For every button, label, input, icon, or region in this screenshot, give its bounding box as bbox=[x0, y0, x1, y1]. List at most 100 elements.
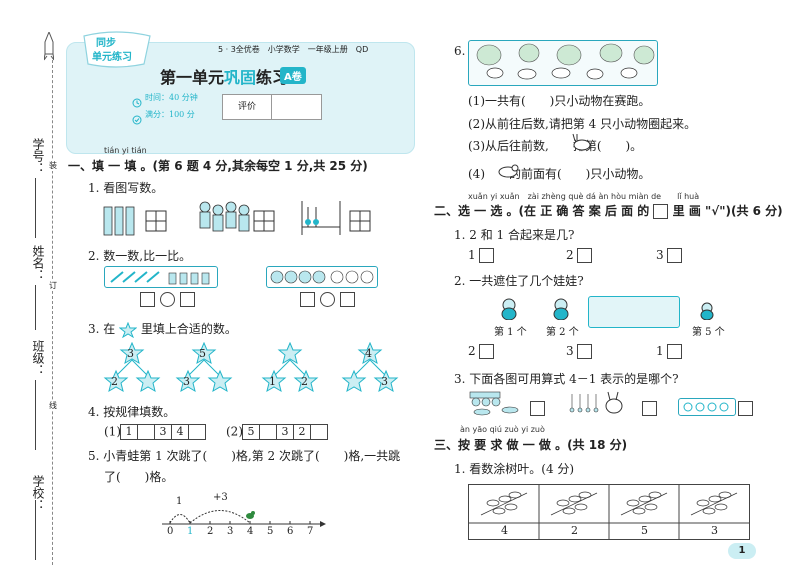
doll-icon bbox=[552, 298, 570, 321]
class-line bbox=[35, 380, 36, 450]
leaf-number-4: 3 bbox=[711, 524, 718, 537]
section1-heading: 一、填 一 填 。(第 6 题 4 分,其余每空 1 分,共 25 分) bbox=[68, 159, 368, 173]
q2-compare-right bbox=[300, 289, 356, 308]
q6-label: 6. bbox=[454, 44, 466, 58]
s2-q2-opt1: 2 bbox=[468, 344, 495, 359]
star-icon bbox=[118, 321, 138, 338]
s2-q2-check1[interactable] bbox=[479, 344, 495, 359]
s2-q2-text: 2. 一共遮住了几个娃娃? bbox=[454, 274, 584, 288]
tick-1: 1 bbox=[187, 526, 194, 537]
q2-text: 2. 数一数,比一比。 bbox=[88, 249, 192, 263]
s2-q1-check2[interactable] bbox=[577, 248, 593, 263]
leaf-number-2: 2 bbox=[571, 524, 578, 537]
leaf-number-3: 5 bbox=[641, 524, 648, 537]
s2-q1-text: 1. 2 和 1 合起来是几? bbox=[454, 228, 575, 242]
q4b-blank[interactable] bbox=[259, 424, 277, 440]
leaf-table: 4 2 5 3 bbox=[468, 484, 750, 540]
name-label: 姓名： bbox=[31, 245, 45, 281]
rabbit-icon bbox=[570, 133, 592, 151]
s2-q1-opt2: 2 bbox=[566, 248, 593, 263]
section1-pinyin: tián yi tián bbox=[104, 146, 147, 155]
page-number: 1 bbox=[728, 543, 756, 559]
q6-1: (1)一共有( )只小动物在赛跑。 bbox=[468, 94, 651, 108]
s2-q3-check2[interactable] bbox=[642, 398, 657, 417]
star-3-left: 1 bbox=[269, 375, 276, 388]
q6-3: (3)从后往前数, 排第( )。 bbox=[468, 139, 643, 153]
q2-group-left bbox=[104, 266, 218, 288]
q3-option-circles bbox=[678, 398, 736, 416]
tick-4: 4 bbox=[247, 526, 254, 537]
school-label: 学校： bbox=[31, 475, 45, 511]
q5-line2: 了( )格。 bbox=[104, 470, 174, 484]
q4b-blank[interactable] bbox=[310, 424, 328, 440]
q3-option-frogs bbox=[466, 390, 528, 416]
q4a-blank[interactable] bbox=[188, 424, 206, 440]
grade-label: 评价 bbox=[223, 95, 272, 119]
s2-q1-check1[interactable] bbox=[479, 248, 495, 263]
s2-q3-check1[interactable] bbox=[530, 398, 545, 417]
q6-2: (2)从前往后数,请把第 4 只小动物圈起来。 bbox=[468, 117, 697, 131]
q5-line1: 5. 小青蛙第 1 次跳了( )格,第 2 次跳了( )格,一共跳 bbox=[88, 449, 401, 463]
s2-q2-opt2: 3 bbox=[566, 344, 593, 359]
sync-badge: 同步 单元练习 bbox=[78, 30, 156, 70]
school-line bbox=[35, 500, 36, 560]
version-tag: A卷 bbox=[280, 67, 306, 84]
star-3-right: 2 bbox=[301, 375, 308, 388]
doll-icon bbox=[700, 302, 714, 321]
cover-box bbox=[588, 296, 680, 328]
number-line: 1 +3 0 1 2 3 4 5 6 7 bbox=[160, 492, 330, 537]
tick-2: 2 bbox=[207, 526, 214, 537]
star-1-left: 2 bbox=[111, 375, 118, 388]
name-line bbox=[35, 285, 36, 330]
s2-q2-opt3: 1 bbox=[656, 344, 683, 359]
q3-option-rabbit bbox=[566, 390, 628, 416]
seal-mark-1: 装 bbox=[49, 160, 57, 171]
star-2-top: 5 bbox=[199, 347, 206, 360]
student-no-line bbox=[35, 178, 36, 238]
leaf-number-1: 4 bbox=[501, 524, 508, 537]
series-label: 5 · 3全优卷 小学数学 一年级上册 QD bbox=[218, 45, 369, 54]
s2-q3-text: 3. 下面各图可用算式 4－1 表示的是哪个? bbox=[454, 372, 679, 386]
q4-text: 4. 按规律填数。 bbox=[88, 405, 176, 419]
q2-compare-left bbox=[140, 289, 196, 308]
s2-q2-check2[interactable] bbox=[577, 344, 593, 359]
page-title: 第一单元巩固练习 bbox=[160, 68, 289, 87]
s2-q1-opt1: 1 bbox=[468, 248, 495, 263]
check-icon bbox=[132, 110, 142, 125]
q6-race-picture bbox=[468, 40, 658, 86]
doll-label-5: 第 5 个 bbox=[692, 327, 725, 338]
q2-group-right bbox=[266, 266, 378, 288]
doll-icon bbox=[500, 298, 518, 321]
s2-q3-check3[interactable] bbox=[738, 398, 753, 417]
s2-q1-opt3: 3 bbox=[656, 248, 683, 263]
seal-mark-2: 订 bbox=[49, 280, 57, 291]
student-no-label: 学号： bbox=[31, 138, 45, 174]
rocket-icon bbox=[43, 30, 55, 62]
section3-pinyin: àn yāo qiú zuò yi zuò bbox=[460, 425, 545, 434]
tick-6: 6 bbox=[287, 526, 294, 537]
tick-7: 7 bbox=[307, 526, 314, 537]
q4a-blank[interactable] bbox=[137, 424, 155, 440]
class-label: 班级： bbox=[31, 340, 45, 376]
tick-0: 0 bbox=[167, 526, 174, 537]
section3-heading: 三、按 要 求 做 一 做 。(共 18 分) bbox=[434, 438, 628, 452]
section2-heading: 二、选 一 选 。(在 正 确 答 案 后 面 的 里 画 "√")(共 6 分… bbox=[434, 204, 783, 219]
doll-label-1: 第 1 个 bbox=[494, 327, 527, 338]
jump-1-label: 1 bbox=[176, 496, 183, 507]
doll-label-2: 第 2 个 bbox=[546, 327, 579, 338]
jump-2-label: +3 bbox=[213, 492, 228, 503]
tick-3: 3 bbox=[227, 526, 234, 537]
s2-q1-check3[interactable] bbox=[667, 248, 683, 263]
clock-icon bbox=[132, 93, 142, 108]
s2-q2-check3[interactable] bbox=[667, 344, 683, 359]
tick-5: 5 bbox=[267, 526, 274, 537]
grade-box: 评价 bbox=[222, 94, 322, 120]
star-trees: 3 2 5 3 1 2 4 3 bbox=[100, 342, 430, 394]
cat-icon bbox=[496, 161, 520, 179]
section2-pinyin: xuǎn yi xuǎn zài zhèng què dá àn hòu mià… bbox=[468, 192, 700, 201]
star-4-top: 4 bbox=[365, 347, 372, 360]
score-label: 满分：100 分 bbox=[145, 110, 195, 119]
seal-mark-3: 线 bbox=[49, 400, 57, 411]
